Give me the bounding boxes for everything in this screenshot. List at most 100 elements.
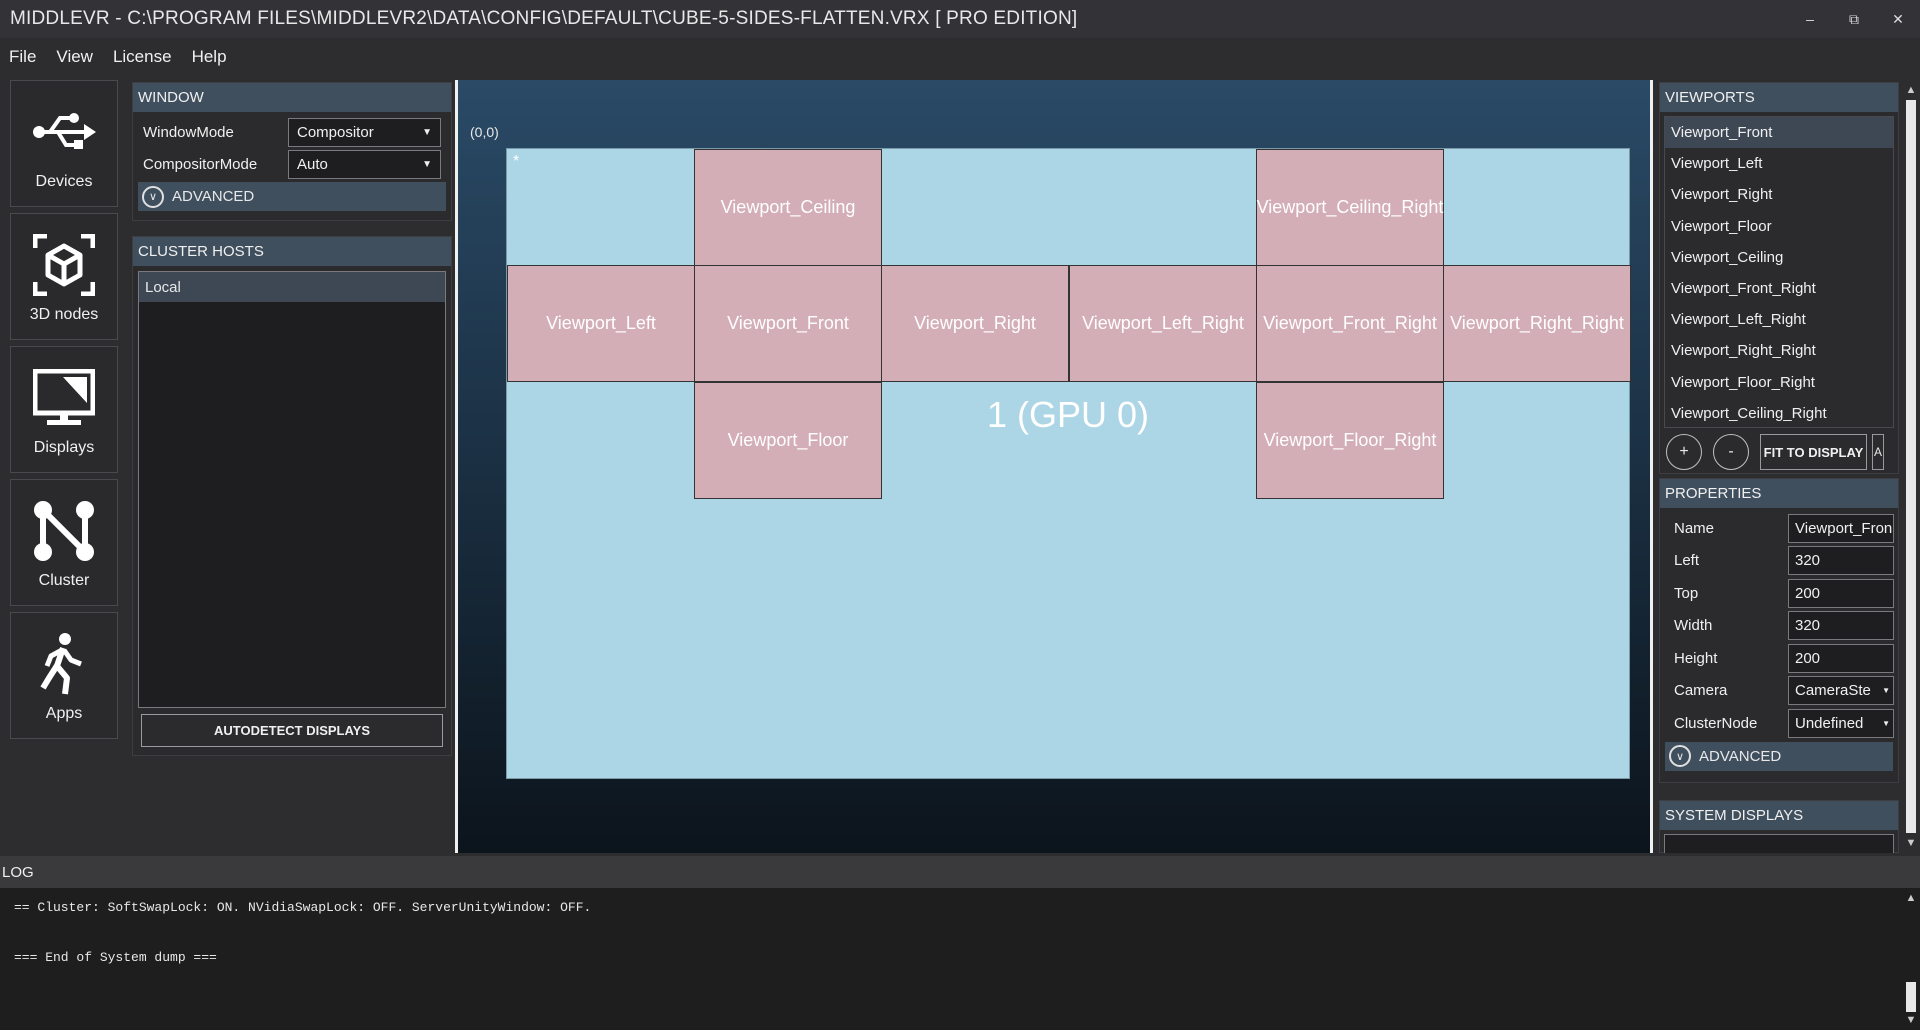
display-canvas[interactable]: (0,0) * 1 (GPU 0) Viewport_Ceiling Viewp… [455,80,1653,853]
prop-top-row: Top 200 [1660,577,1898,610]
log-line: === End of System dump === [14,950,217,965]
fit-to-display-button[interactable]: FIT TO DISPLAY [1760,434,1867,470]
minimize-button[interactable]: – [1806,11,1814,27]
autodetect-displays-button[interactable]: AUTODETECT DISPLAYS [141,714,443,747]
viewports-list[interactable]: Viewport_Front Viewport_Left Viewport_Ri… [1664,116,1894,428]
right-scrollbar[interactable]: ▲ ▼ [1902,80,1920,853]
viewport-list-item[interactable]: Viewport_Floor_Right [1671,373,1815,391]
prop-left-input[interactable]: 320 [1788,546,1894,576]
cluster-host-item[interactable]: Local [139,272,445,302]
window-mode-value: Compositor [297,123,374,141]
nav-apps-label: Apps [45,704,83,722]
viewport-ceiling[interactable]: Viewport_Ceiling [694,149,882,266]
viewport-list-item[interactable]: Viewport_Ceiling [1671,248,1784,266]
prop-width-label: Width [1674,617,1713,635]
viewport-floor[interactable]: Viewport_Floor [694,382,882,499]
prop-camera-value: CameraSte [1795,682,1871,700]
compositor-mode-value: Auto [297,155,328,173]
window-mode-select[interactable]: Compositor ▼ [288,117,441,147]
chevron-down-icon: ▼ [1882,718,1890,728]
scroll-down-icon[interactable]: ▼ [1905,1014,1917,1026]
menu-view[interactable]: View [56,47,93,66]
viewport-ceiling-right[interactable]: Viewport_Ceiling_Right [1256,149,1444,266]
menu-help[interactable]: Help [191,47,227,66]
close-button[interactable]: ✕ [1892,10,1904,27]
prop-camera-select[interactable]: CameraSte ▼ [1788,676,1894,706]
viewport-list-item[interactable]: Viewport_Floor [1671,217,1772,235]
viewport-left[interactable]: Viewport_Left [507,265,695,382]
left-nav: Devices 3D nodes Displays [10,80,118,745]
compositor-mode-select[interactable]: Auto ▼ [288,149,441,179]
nav-displays-button[interactable]: Displays [10,346,118,473]
display-icon [29,363,99,433]
person-walking-icon [29,629,99,699]
prop-top-label: Top [1674,584,1699,602]
prop-left-label: Left [1674,552,1700,570]
prop-name-row: Name Viewport_Fron [1660,512,1898,545]
viewport-front[interactable]: Viewport_Front [694,265,882,382]
properties-advanced-toggle[interactable]: ∨ ADVANCED [1665,741,1893,771]
window-mode-label: WindowMode [143,123,234,141]
nav-devices-button[interactable]: Devices [10,80,118,207]
window-advanced-toggle[interactable]: ∨ ADVANCED [138,182,446,211]
display-rect[interactable]: * 1 (GPU 0) Viewport_Ceiling Viewport_Ce… [506,148,1631,779]
log-line: == Cluster: SoftSwapLock: ON. NVidiaSwap… [14,900,592,915]
viewport-front-right[interactable]: Viewport_Front_Right [1256,265,1444,382]
menu-file[interactable]: File [9,47,37,66]
prop-height-input[interactable]: 200 [1788,643,1894,673]
scroll-down-icon[interactable]: ▼ [1905,837,1917,849]
viewport-left-right[interactable]: Viewport_Left_Right [1069,265,1257,382]
nav-devices-label: Devices [35,172,93,190]
restore-button[interactable]: ⧉ [1849,10,1859,27]
window-controls: – ⧉ ✕ [1788,0,1920,38]
scroll-up-icon[interactable]: ▲ [1905,892,1917,904]
window-mode-row: WindowMode Compositor ▼ [133,116,451,148]
nav-3d-nodes-button[interactable]: 3D nodes [10,213,118,340]
nav-cluster-button[interactable]: Cluster [10,479,118,606]
window-panel: WINDOW WindowMode Compositor ▼ Composito… [132,82,452,221]
viewport-floor-right[interactable]: Viewport_Floor_Right [1256,382,1444,499]
system-displays-header: SYSTEM DISPLAYS [1660,801,1898,830]
prop-height-row: Height 200 [1660,642,1898,675]
cluster-hosts-list[interactable]: Local [138,271,446,708]
viewport-right[interactable]: Viewport_Right [881,265,1069,382]
properties-advanced-label: ADVANCED [1699,747,1782,765]
prop-clusternode-label: ClusterNode [1674,714,1758,732]
prop-name-input[interactable]: Viewport_Fron [1788,513,1894,543]
cluster-icon [29,496,99,566]
prop-width-input[interactable]: 320 [1788,611,1894,641]
system-displays-list[interactable] [1664,834,1894,853]
nav-3d-nodes-label: 3D nodes [29,305,99,323]
extra-viewport-button[interactable]: A [1872,434,1884,470]
viewport-list-item[interactable]: Viewport_Right [1671,186,1773,204]
nav-apps-button[interactable]: Apps [10,612,118,739]
viewport-list-item[interactable]: Viewport_Ceiling_Right [1671,404,1827,422]
chevron-down-icon: ▼ [1882,686,1890,696]
display-label: 1 (GPU 0) [986,394,1150,435]
properties-panel: PROPERTIES Name Viewport_Fron Left 320 T… [1659,478,1899,783]
compositor-mode-row: CompositorMode Auto ▼ [133,148,451,180]
scroll-up-icon[interactable]: ▲ [1905,84,1917,96]
prop-clusternode-select[interactable]: Undefined ▼ [1788,708,1894,738]
viewport-list-item[interactable]: Viewport_Front_Right [1671,280,1816,298]
compositor-mode-label: CompositorMode [143,155,258,173]
viewport-list-item[interactable]: Viewport_Left [1671,155,1763,173]
chevron-circle-icon: ∨ [142,185,164,208]
right-column: VIEWPORTS Viewport_Front Viewport_Left V… [1656,80,1902,853]
menu-license[interactable]: License [112,47,172,66]
viewport-list-item[interactable]: Viewport_Left_Right [1671,311,1806,329]
viewport-right-right[interactable]: Viewport_Right_Right [1443,265,1631,382]
viewports-header: VIEWPORTS [1660,83,1898,112]
remove-viewport-button[interactable]: - [1713,434,1749,470]
log-scroll-thumb[interactable] [1906,982,1916,1012]
viewport-list-item[interactable]: Viewport_Front [1665,117,1893,149]
nav-displays-label: Displays [33,438,95,456]
scroll-thumb[interactable] [1906,100,1916,833]
add-viewport-button[interactable]: + [1666,434,1702,470]
log-panel: LOG == Cluster: SoftSwapLock: ON. NVidia… [0,856,1920,1030]
log-scrollbar[interactable]: ▲ ▼ [1902,888,1920,1030]
viewport-list-item[interactable]: Viewport_Right_Right [1671,342,1816,360]
cube-icon [29,230,99,300]
window-panel-header: WINDOW [133,83,451,112]
prop-top-input[interactable]: 200 [1788,578,1894,608]
